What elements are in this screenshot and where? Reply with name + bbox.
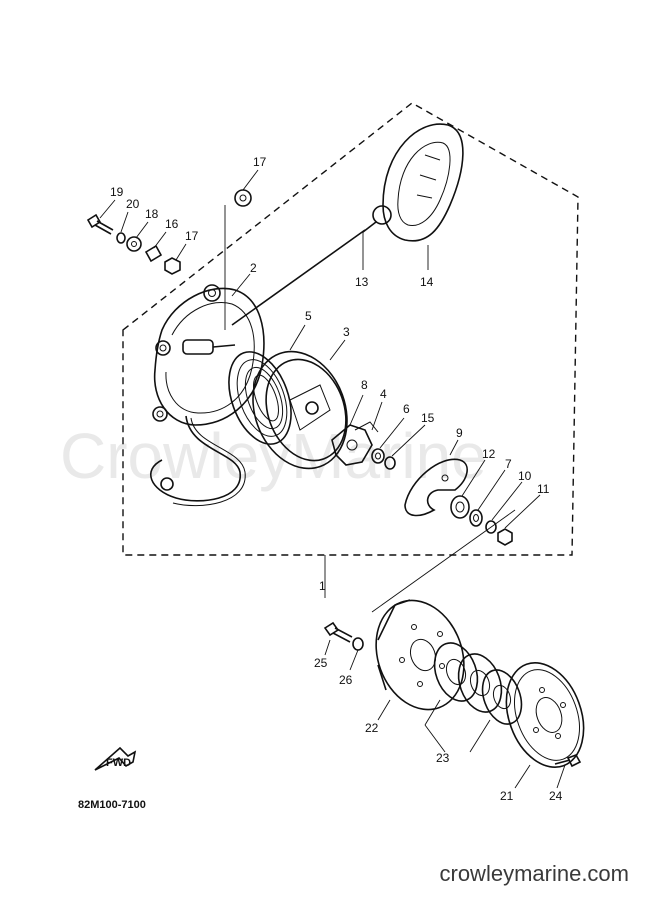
callout-20: 20 — [126, 197, 140, 211]
starter-lock-cable — [150, 415, 246, 507]
leader-lines-lower — [324, 639, 566, 789]
callout-3: 3 — [343, 325, 350, 339]
washer-26 — [352, 637, 364, 651]
callout-14: 14 — [420, 275, 434, 289]
leader-1-lower — [371, 509, 516, 613]
callout-10: 10 — [518, 469, 532, 483]
callout-4: 4 — [380, 387, 387, 401]
fwd-label: FWD — [106, 757, 131, 769]
callout-labels: 1 2 3 4 5 6 7 8 9 10 11 12 13 14 15 16 1… — [110, 155, 563, 803]
nut-17-top — [234, 189, 252, 207]
nut-17-lower — [164, 257, 181, 275]
callout-16: 16 — [165, 217, 179, 231]
callout-5: 5 — [305, 309, 312, 323]
assembly-boundary — [122, 102, 579, 556]
drive-pawl — [331, 421, 379, 466]
callout-23: 23 — [436, 751, 450, 765]
washer-18 — [126, 236, 142, 252]
callout-17-lower: 17 — [185, 229, 199, 243]
bolt-19 — [86, 213, 114, 235]
drawing-code: 82M100-7100 — [78, 799, 146, 811]
site-url: crowleymarine.com — [439, 861, 630, 886]
callout-2: 2 — [250, 261, 257, 275]
washer-15 — [384, 456, 396, 470]
callout-6: 6 — [403, 402, 410, 416]
callout-9: 9 — [456, 426, 463, 440]
shims — [433, 642, 523, 725]
collar-16 — [144, 244, 163, 263]
starter-rope — [231, 229, 366, 326]
callout-22: 22 — [365, 721, 379, 735]
callout-12: 12 — [482, 447, 496, 461]
fwd-arrow-icon: FWD — [94, 746, 137, 771]
spring-6 — [371, 448, 385, 464]
leader-lines-upper — [99, 169, 541, 529]
callout-18: 18 — [145, 207, 159, 221]
starter-handle — [362, 123, 464, 242]
callout-21: 21 — [500, 789, 514, 803]
washer-10 — [485, 520, 497, 534]
callout-1: 1 — [319, 579, 326, 593]
sheave-drum — [252, 350, 348, 470]
washer-12 — [450, 495, 470, 519]
bolt-24 — [554, 754, 582, 768]
bolt-25 — [323, 621, 353, 643]
callout-11: 11 — [537, 482, 550, 496]
callout-24: 24 — [549, 789, 563, 803]
starter-case — [152, 284, 265, 426]
callout-8: 8 — [361, 378, 368, 392]
drive-plate — [404, 458, 468, 517]
callout-15: 15 — [421, 411, 435, 425]
flywheel-cover — [505, 661, 585, 769]
spring-7 — [469, 509, 483, 527]
callout-17-top: 17 — [253, 155, 267, 169]
washer-20 — [116, 232, 126, 244]
drive-pulley — [375, 599, 465, 711]
callout-25: 25 — [314, 656, 328, 670]
callout-7: 7 — [505, 457, 512, 471]
callout-26: 26 — [339, 673, 353, 687]
nut-11 — [497, 528, 513, 546]
callout-19: 19 — [110, 185, 124, 199]
callout-13: 13 — [355, 275, 369, 289]
